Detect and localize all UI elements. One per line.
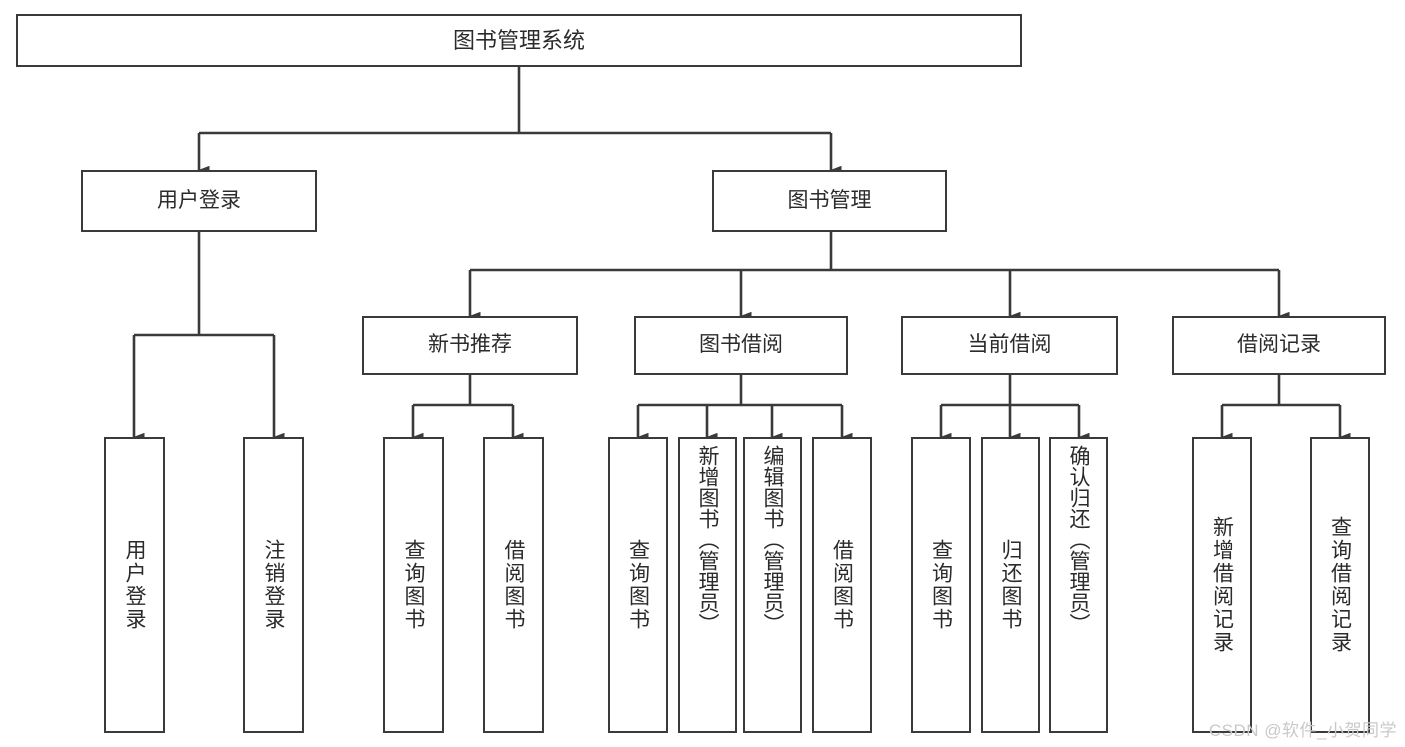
leaf-user-login-login[interactable]: 用户登录 [104, 437, 165, 733]
node-label: 新增图书（管理员） [696, 445, 719, 634]
node-label: 查询图书 [402, 539, 425, 631]
node-label: 查询图书 [626, 539, 650, 631]
leaf-new-book-query[interactable]: 查询图书 [383, 437, 444, 733]
watermark: CSDN @软件_小贺同学 [1208, 721, 1397, 740]
node-label: 借阅记录 [1237, 333, 1321, 357]
node-label: 借阅图书 [830, 539, 854, 631]
leaf-new-book-borrow[interactable]: 借阅图书 [483, 437, 544, 733]
leaf-current-borrow-query[interactable]: 查询图书 [911, 437, 971, 733]
leaf-current-borrow-return[interactable]: 归还图书 [981, 437, 1040, 733]
node-current-borrow[interactable]: 当前借阅 [901, 316, 1118, 375]
node-label: 归还图书 [999, 539, 1022, 631]
node-label: 确认归还（管理员） [1067, 445, 1090, 634]
leaf-book-borrow-add-admin[interactable]: 新增图书（管理员） [678, 437, 737, 733]
node-label: 当前借阅 [967, 333, 1052, 357]
node-label: 用户登录 [157, 188, 241, 212]
node-label: 图书管理系统 [452, 27, 585, 53]
node-label: 查询图书 [929, 539, 953, 631]
leaf-borrow-record-query[interactable]: 查询借阅记录 [1310, 437, 1370, 733]
node-label: 用户登录 [123, 539, 146, 631]
node-label: 查询借阅记录 [1328, 516, 1352, 654]
node-user-login[interactable]: 用户登录 [81, 170, 317, 232]
node-book-borrow[interactable]: 图书借阅 [634, 316, 848, 375]
node-borrow-record[interactable]: 借阅记录 [1172, 316, 1386, 375]
leaf-current-borrow-confirm-admin[interactable]: 确认归还（管理员） [1049, 437, 1108, 733]
node-root-system[interactable]: 图书管理系统 [16, 14, 1022, 67]
leaf-user-login-logout[interactable]: 注销登录 [243, 437, 304, 733]
node-new-book-recommend[interactable]: 新书推荐 [362, 316, 578, 375]
node-label: 新增借阅记录 [1210, 516, 1234, 654]
node-label: 图书借阅 [699, 333, 783, 357]
node-label: 新书推荐 [428, 333, 512, 357]
leaf-book-borrow-edit-admin[interactable]: 编辑图书（管理员） [743, 437, 802, 733]
node-label: 编辑图书（管理员） [761, 445, 784, 634]
leaf-book-borrow-borrow[interactable]: 借阅图书 [812, 437, 872, 733]
node-label: 图书管理 [787, 188, 872, 212]
leaf-borrow-record-add[interactable]: 新增借阅记录 [1192, 437, 1252, 733]
node-label: 注销登录 [262, 539, 285, 631]
node-book-management[interactable]: 图书管理 [712, 170, 947, 232]
node-label: 借阅图书 [502, 539, 525, 631]
leaf-book-borrow-query[interactable]: 查询图书 [608, 437, 668, 733]
